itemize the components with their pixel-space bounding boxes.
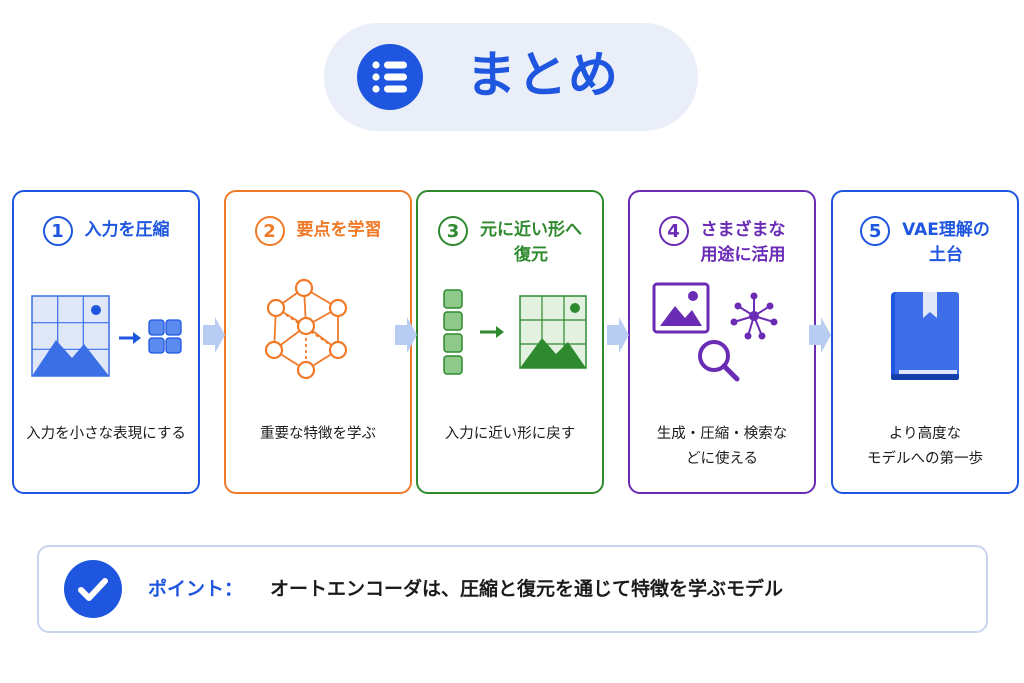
step-title-5: VAE理解の 土台: [902, 220, 990, 265]
step-desc-4: 生成・圧縮・検索な どに使える: [656, 426, 788, 467]
image-to-compressed-grid-icon: [31, 295, 182, 377]
step-title-3: 元に近い形へ 復元: [480, 220, 582, 265]
step-desc-5: より高度な モデルへの第一歩: [867, 426, 983, 467]
book-icon: [891, 292, 959, 380]
step-number-4: 4: [658, 216, 689, 246]
step-card-2: 2 要点を学習: [224, 190, 412, 494]
step-desc-2: 重要な特徴を学ぶ: [260, 426, 376, 442]
point-text: オートエンコーダは、圧縮と復元を通じて特徴を学ぶモデル: [270, 578, 784, 600]
step-title-1: 入力を圧縮: [84, 220, 170, 240]
step-title-2: 要点を学習: [296, 220, 382, 240]
chevron-right-icon: [607, 317, 629, 353]
step-number-5: 5: [860, 216, 891, 246]
applications-icon: [652, 282, 778, 382]
chevron-right-icon: [809, 317, 831, 353]
point-box: [37, 545, 988, 633]
vector-to-image-icon: [443, 289, 587, 375]
point-label: ポイント：: [148, 578, 244, 600]
step-desc-3: 入力に近い形に戻す: [444, 426, 576, 442]
page-title: まとめ: [466, 46, 619, 104]
chevron-right-icon: [203, 317, 225, 353]
chevron-right-icon: [395, 317, 417, 353]
step-number-3: 3: [438, 216, 468, 246]
step-card-4: 4 さまざまな 用途に活用 生成・圧縮・検索: [628, 190, 816, 494]
neural-network-icon: [264, 278, 348, 380]
step-desc-1: 入力を小さな表現にする: [26, 426, 186, 442]
step-title-4: さまざまな 用途に活用: [700, 220, 786, 265]
list-icon: [357, 44, 423, 110]
step-card-1: 1 入力を圧縮 入力を小さな表現にする: [12, 190, 200, 494]
step-number-1: 1: [42, 216, 73, 246]
check-icon: [64, 560, 122, 618]
step-card-3: 3 元に近い形へ 復元 入力に近い形に戻す: [416, 190, 604, 494]
step-number-2: 2: [254, 216, 285, 246]
step-card-5: 5 VAE理解の 土台 より高度な モデルへの第一歩: [831, 190, 1019, 494]
